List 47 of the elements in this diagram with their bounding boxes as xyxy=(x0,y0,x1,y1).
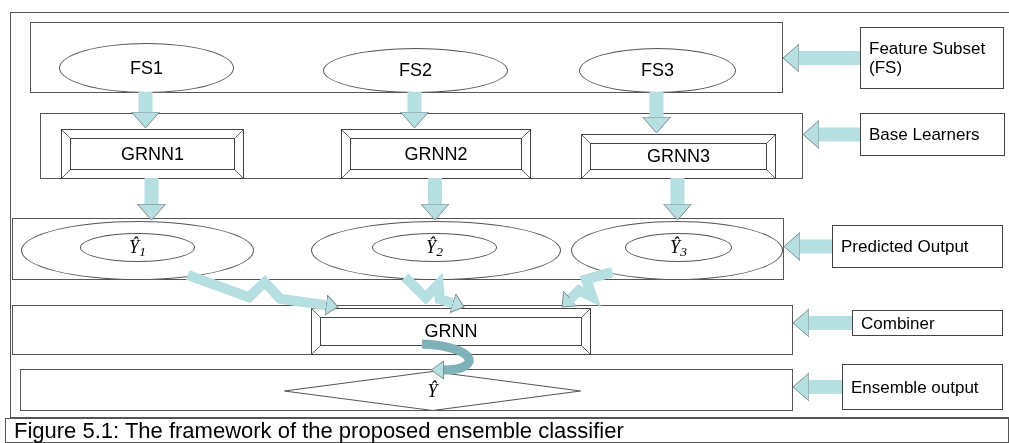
stage-label-box xyxy=(860,113,1005,156)
node-label: Ŷ$_{2}$ xyxy=(426,235,443,261)
node-label: Ŷ$_{1}$ xyxy=(129,235,146,261)
node-label: FS2 xyxy=(399,59,432,82)
node-label: FS3 xyxy=(641,59,674,82)
learner-box xyxy=(341,129,531,179)
node-label: Ŷ xyxy=(427,379,438,403)
block-arrow xyxy=(137,178,166,221)
node-label: Base Learners xyxy=(869,125,981,144)
output-ellipse xyxy=(571,221,783,280)
block-arrow xyxy=(792,372,842,402)
node-label: GRNN1 xyxy=(121,142,184,166)
node-label: FS1 xyxy=(130,56,163,80)
node-label: Predicted Output xyxy=(841,237,970,256)
block-arrow xyxy=(663,178,692,221)
output-diamond xyxy=(284,371,581,411)
node-label: Combiner xyxy=(861,313,936,333)
node-label: Ensemble output xyxy=(851,377,980,397)
layer-box xyxy=(40,113,803,179)
figure-caption: Figure 5.1: The framework of the proposed ensemble classifier xyxy=(5,418,1009,443)
stage-label-box xyxy=(842,364,1003,410)
block-arrow xyxy=(802,120,860,149)
block-arrow xyxy=(782,43,860,73)
learner-box xyxy=(311,308,591,355)
block-arrow xyxy=(131,92,160,129)
block-arrow xyxy=(400,92,429,129)
stage-label-box xyxy=(832,225,1003,268)
node-label: GRNN xyxy=(424,320,478,343)
stage-label-box xyxy=(852,310,1003,336)
learner-box xyxy=(61,129,244,179)
node-label: Feature Subset (FS) xyxy=(869,39,987,77)
lightning-arrow xyxy=(561,267,614,308)
block-arrow xyxy=(420,178,450,221)
node-label: GRNN2 xyxy=(404,142,468,166)
layer-box xyxy=(30,22,783,93)
block-arrow xyxy=(642,92,671,134)
node-label: Ŷ$_{3}$ xyxy=(670,235,687,261)
learner-box xyxy=(581,134,776,179)
layer-box xyxy=(12,305,793,355)
node-label: GRNN3 xyxy=(647,145,710,168)
layer-box xyxy=(12,218,784,280)
lightning-arrow xyxy=(186,270,339,316)
stage-label-box xyxy=(860,27,1004,89)
curved-arrow xyxy=(421,339,474,380)
block-arrow xyxy=(783,232,832,261)
layer-box xyxy=(20,369,793,411)
block-arrow xyxy=(792,308,852,338)
